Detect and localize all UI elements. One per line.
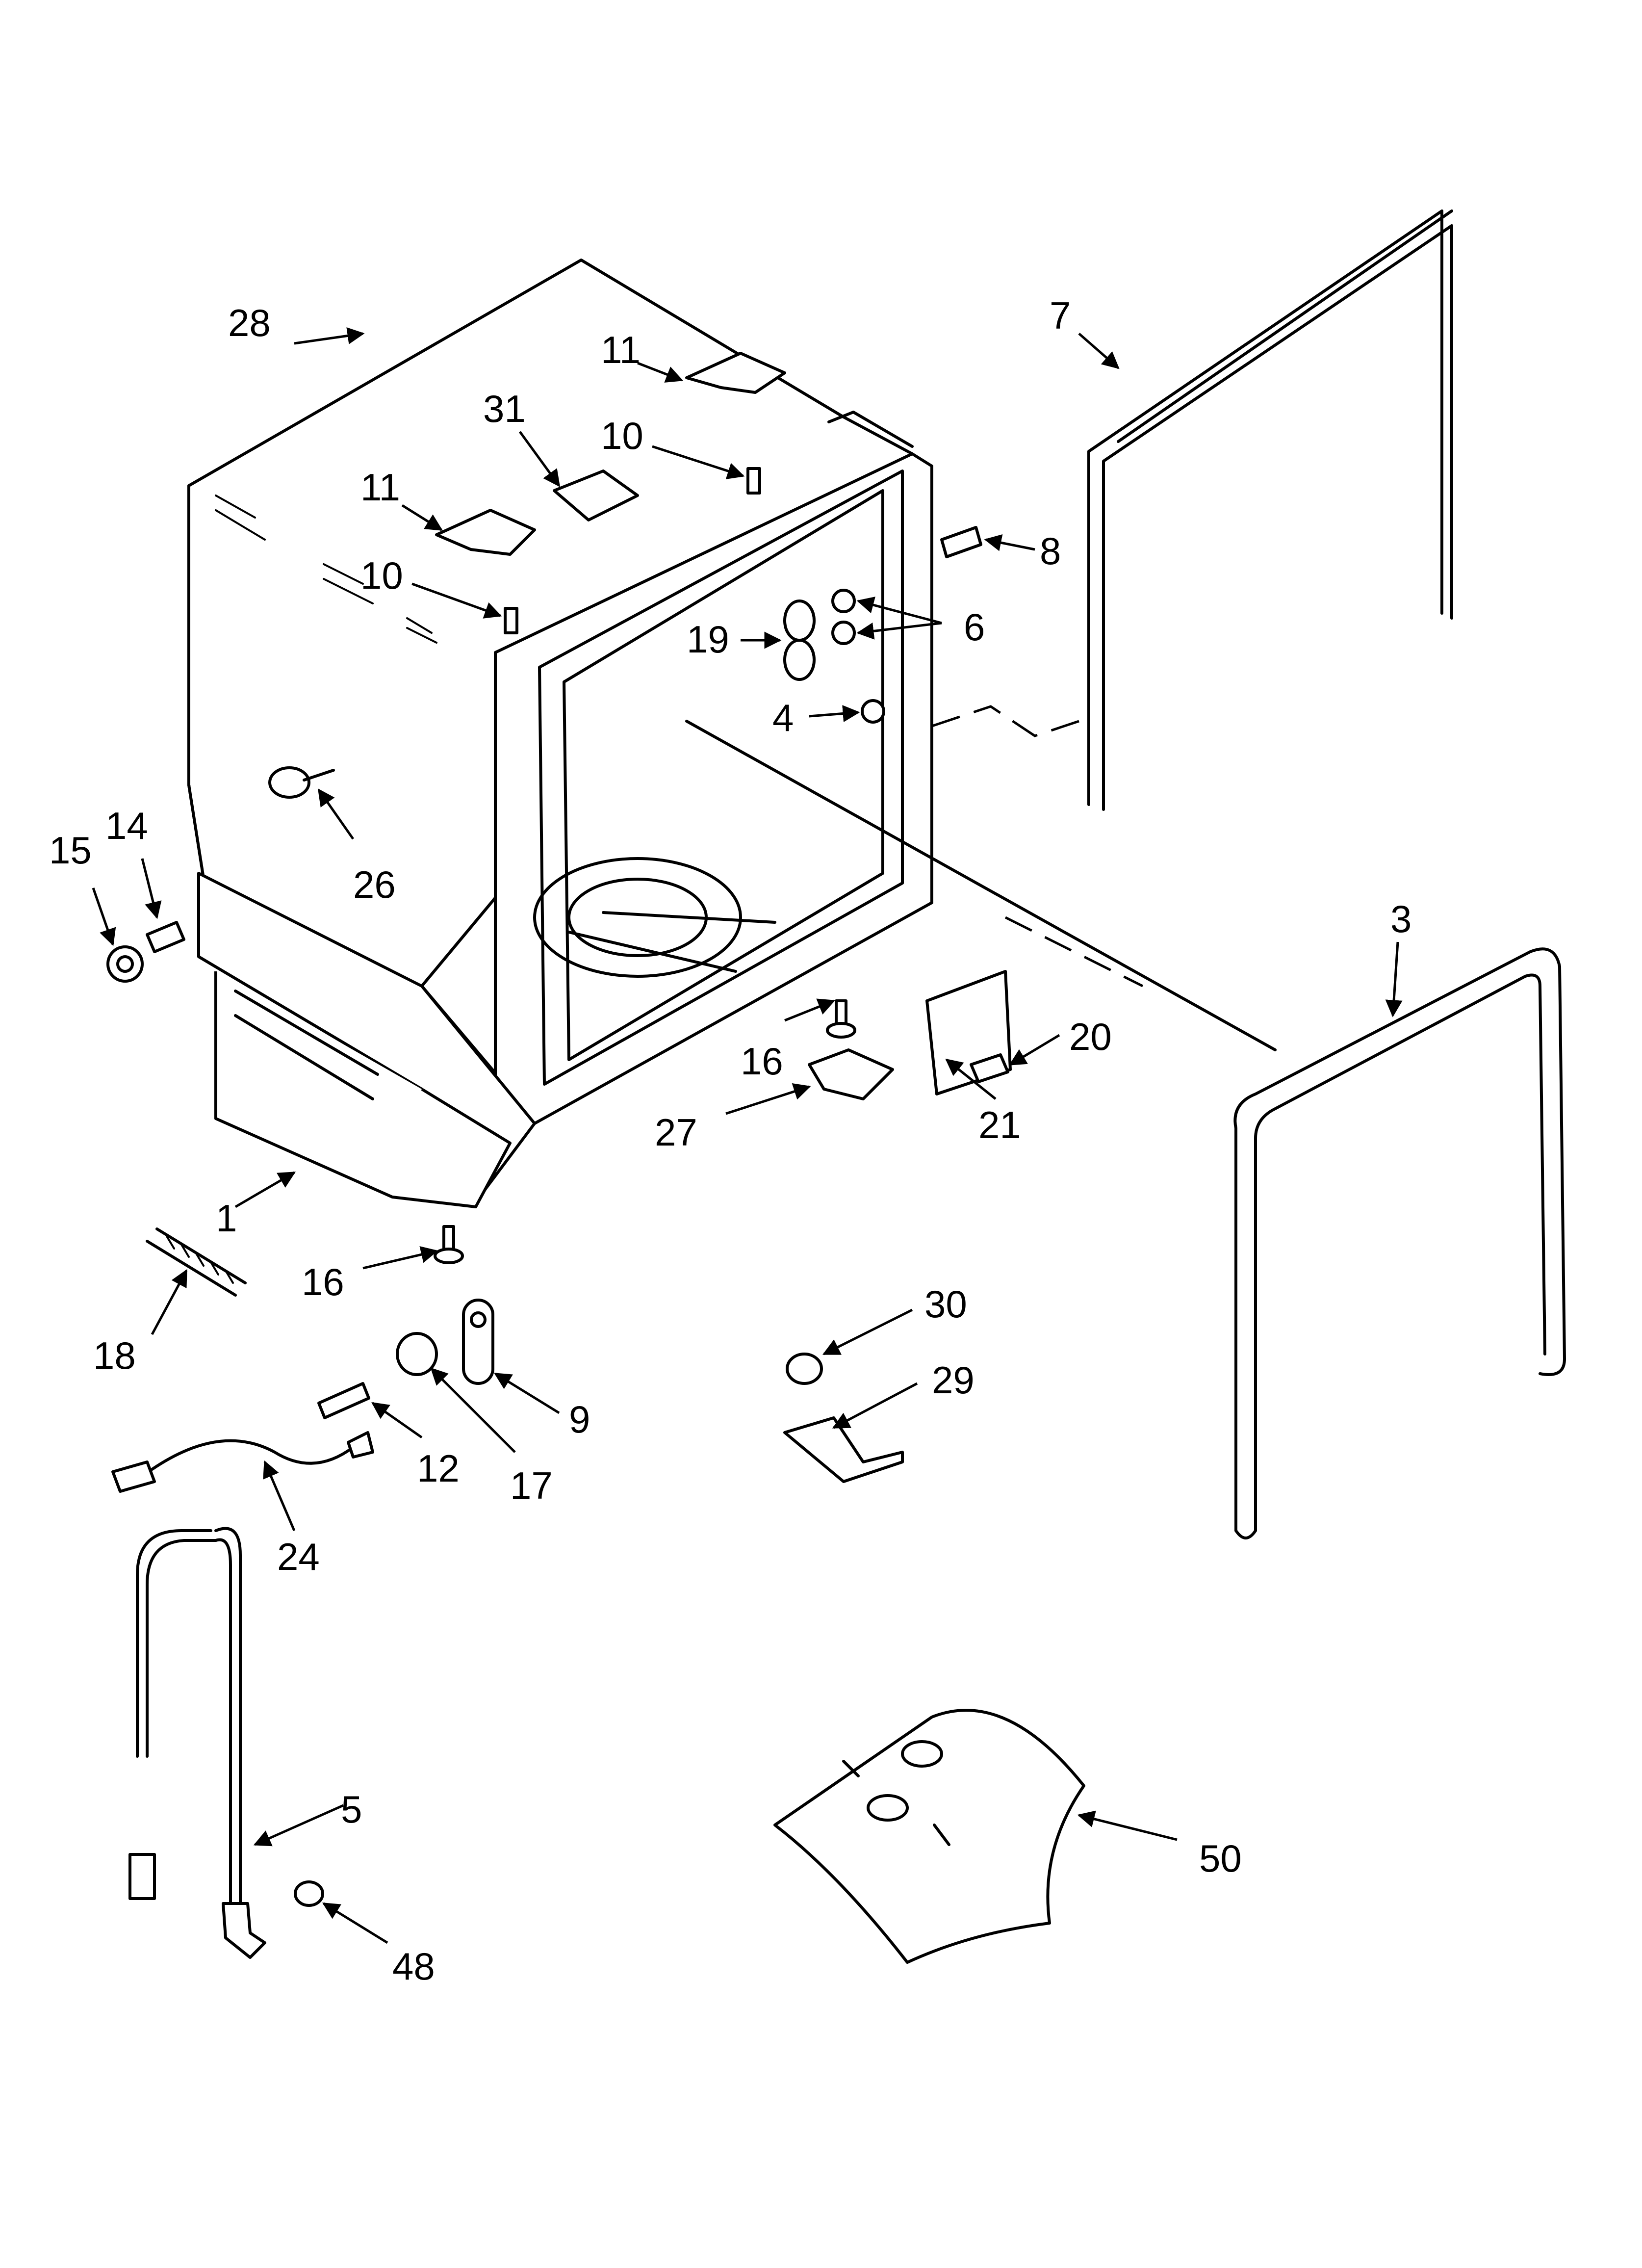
part-31-clip [553,469,639,521]
part-10-screw-a [746,467,761,495]
part-8-screw [940,526,982,558]
callout-20: 20 [1069,1015,1112,1058]
part-26-pin [268,766,335,799]
callout-24: 24 [277,1535,320,1578]
part-4-plug [861,699,885,724]
callout-10-mid: 10 [360,554,403,597]
callout-4: 4 [772,696,794,739]
callout-28: 28 [228,301,271,344]
callout-3: 3 [1390,897,1411,940]
part-10-screw-b [504,607,518,634]
part-48-clamp [294,1880,324,1907]
part-17-roller [396,1332,438,1376]
part-3-tub-gasket [1233,947,1566,1539]
callout-48: 48 [392,1945,435,1988]
part-20-screw [970,1053,1009,1083]
callout-16-lower: 16 [302,1260,344,1303]
part-14-screw [146,921,185,953]
callout-17: 17 [510,1464,553,1507]
callout-5: 5 [341,1788,362,1831]
part-15-nut [106,945,144,983]
part-24-wire [111,1431,374,1493]
part-7-door-gasket [931,209,1453,811]
callout-26: 26 [353,863,396,906]
part-6-washers [831,589,856,645]
callout-10-top: 10 [601,414,643,457]
part-50-hardware-bag [773,1709,1085,1964]
callout-1: 1 [216,1197,237,1240]
callout-7: 7 [1050,294,1071,337]
part-12-bolt [317,1382,370,1419]
callout-11-mid: 11 [360,466,400,509]
callout-14: 14 [105,804,148,847]
callout-50: 50 [1199,1837,1242,1880]
callout-labels: 28 11 31 10 11 10 7 8 6 19 4 26 15 14 3 … [49,294,1411,1988]
part-29-bracket [783,1416,904,1483]
part-9-link [462,1299,494,1385]
callout-27: 27 [655,1111,697,1154]
callout-29: 29 [932,1358,975,1402]
tub-assembly [187,259,1277,1208]
part-5-hose [128,1527,266,1959]
callout-6: 6 [964,605,985,649]
part-16-foot-b [434,1225,464,1264]
callout-18: 18 [93,1334,136,1377]
callout-30: 30 [924,1282,967,1326]
part-19-grommets [783,600,816,681]
part-16-foot-a [826,999,856,1039]
callout-16-upper: 16 [741,1040,783,1083]
callout-15: 15 [49,829,92,872]
callout-21: 21 [978,1103,1021,1147]
leader-lines [92,327,1403,1944]
callout-12: 12 [417,1447,460,1490]
callout-9: 9 [569,1398,590,1441]
part-30-sensor [786,1353,823,1385]
callout-8: 8 [1040,529,1061,573]
callout-11-top: 11 [601,328,641,371]
callout-31: 31 [483,387,526,430]
part-11-bracket-a [685,352,786,394]
part-18-spring [146,1227,247,1297]
part-11-bracket-b [435,509,536,556]
part-27-clip [808,1048,894,1100]
callout-19: 19 [687,618,729,661]
